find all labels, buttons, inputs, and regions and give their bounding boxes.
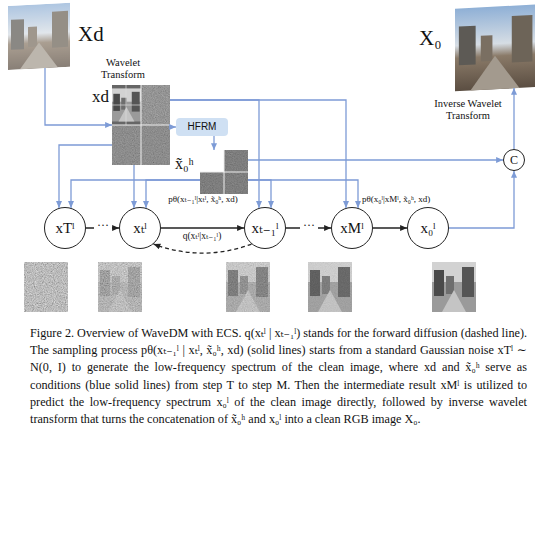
degraded-photo [8,3,70,70]
state-circle: x₀ˡ [407,207,449,249]
state-circle: C [503,149,525,171]
noise-texture [226,262,270,312]
latent-scene [98,262,142,312]
connector-arrow [170,100,259,208]
photo-scene [455,5,535,92]
edge-label-text: Inverse Wavelet Transform [434,98,501,121]
node-text: xMˡ [340,221,363,236]
latent-scene [432,262,476,312]
hf-texture [200,150,248,194]
connector-arrow [133,165,134,208]
edge-label-text: ··· [97,218,109,232]
connector-arrow [59,145,112,208]
edge-label: ··· [300,219,318,233]
node-text: x₀ˡ [420,221,435,236]
latent-image [98,262,142,312]
image-label: xd [92,88,109,105]
connector-arrow [161,227,244,228]
latent-image [432,262,476,312]
high-frequency-panel [200,150,248,194]
connector-arrow [248,159,503,160]
edge-label: q(xₜˡ|xₜ₋₁ˡ) [168,231,236,242]
connector-arrow [213,136,214,150]
hf-panel [200,150,248,194]
connector-arrow [170,100,346,208]
wavelet-grid [112,85,170,165]
photo-scene [8,3,70,70]
edge-label-text: pθ(xₜ₋₁ˡ|xₜˡ, x̃₀ʰ, xd) [168,194,237,204]
edge-label-text: Wavelet Transform [101,57,145,80]
node-text: HFRM [188,122,217,132]
noise-texture [308,262,352,312]
node-text: xₜˡ [133,221,147,236]
grid-line [112,125,170,126]
edge-label-text: pθ(x₀ˡ|xMˡ, x̃₀ʰ, xd) [362,194,430,204]
latent-scene [226,262,270,312]
edge-label: Inverse Wavelet Transform [428,98,508,122]
connector-arrow [449,171,514,228]
image-label: Xd [78,24,104,45]
noise-texture [24,262,68,312]
connector-arrow [373,227,407,228]
image-label: x̃₀ʰ [175,156,194,172]
state-circle: xₜˡ [119,207,161,249]
image-panel: Xd [8,4,70,68]
grid-line [112,105,141,106]
state-circle: xMˡ [331,207,373,249]
connector-arrow [154,244,252,253]
latent-image [226,262,270,312]
connector-arrow [248,180,271,208]
grid-line [200,172,248,173]
connector-arrow [170,126,176,127]
image-label: X₀ [419,28,442,49]
noise-image [24,262,68,312]
grid-panel [112,85,170,165]
image-panel: x̃₀ʰ [200,150,248,194]
clean-photo [455,5,535,92]
grid-subband [141,85,170,125]
image-panel: xd [112,85,170,165]
edge-label: pθ(xₜ₋₁ˡ|xₜˡ, x̃₀ʰ, xd) [148,194,258,204]
latent-image [308,262,352,312]
edge-label-text: q(xₜˡ|xₜ₋₁ˡ) [183,231,222,241]
figure-caption: Figure 2. Overview of WaveDM with ECS. q… [30,325,527,428]
hf-empty-band [200,150,224,172]
state-circle: xTˡ [44,207,86,249]
grid-lowpass [112,89,141,122]
state-circle: xₜ₋₁ˡ [244,207,286,249]
latent-scene [308,262,352,312]
edge-label: Wavelet Transform [92,57,154,81]
connector-arrow [513,88,514,149]
edge-label: pθ(x₀ˡ|xMˡ, x̃₀ʰ, xd) [362,194,462,204]
image-panel: X₀ [455,4,535,88]
noise-texture [98,262,142,312]
module-box: HFRM [176,118,228,136]
connector-arrow [248,180,358,208]
edge-label: ··· [94,219,112,233]
node-text: xₜ₋₁ˡ [252,221,279,236]
edge-label-text: ··· [303,218,315,232]
node-text: xTˡ [55,221,74,236]
photo-haze [8,3,70,70]
node-text: C [510,154,518,166]
